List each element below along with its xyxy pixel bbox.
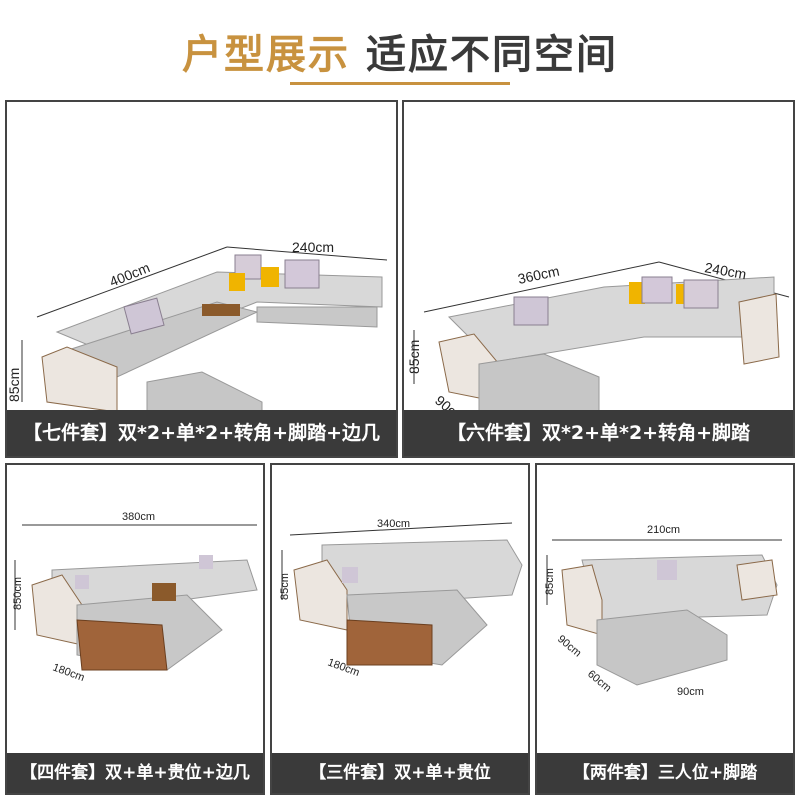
sofa-four-piece-illustration	[14, 524, 258, 671]
dim-width: 340cm	[377, 518, 410, 530]
sofa-six-piece-illustration	[413, 261, 790, 412]
dimension-labels-seven: 240cm 400cm 85cm 90cm 90cm 60cm	[7, 239, 334, 402]
title-dark: 适应不同空间	[365, 32, 618, 78]
dim-height: 85cm	[279, 573, 291, 600]
dimension-labels-three: 340cm 85cm 180cm	[279, 518, 410, 680]
title-gold: 户型展示	[182, 32, 351, 78]
dim-width: 210cm	[647, 524, 680, 536]
dim-long: 360cm	[516, 263, 560, 287]
title-underline	[290, 82, 510, 85]
dimension-labels-six: 360cm 240cm 85cm 90cm 90cm 60cm	[406, 259, 748, 412]
dim-height: 85cm	[406, 340, 422, 374]
dim-top: 240cm	[292, 239, 334, 255]
dim-long: 400cm	[107, 259, 152, 290]
dim-chaise: 180cm	[51, 662, 86, 685]
caption-two-piece: 【两件套】三人位+脚踏	[537, 753, 793, 793]
dimension-labels-two: 210cm 85cm 90cm 60cm 90cm	[544, 524, 704, 698]
dim-right: 240cm	[703, 259, 747, 282]
panel-seven-piece[interactable]: 240cm 400cm 85cm 90cm 90cm 60cm 【七件套】双*2…	[5, 100, 398, 458]
caption-three-piece: 【三件套】双+单+贵位	[272, 753, 528, 793]
panel-two-piece[interactable]: 210cm 85cm 90cm 60cm 90cm 【两件套】三人位+脚踏	[535, 463, 795, 795]
sofa-seven-piece-illustration	[21, 246, 388, 412]
sofa-two-piece-illustration	[546, 539, 782, 686]
panel-three-piece[interactable]: 340cm 85cm 180cm 【三件套】双+单+贵位	[270, 463, 530, 795]
dim-height: 85cm	[7, 368, 22, 402]
dim-depth: 90cm	[432, 392, 469, 412]
dim-height: 85cm	[544, 568, 556, 595]
panel-six-piece[interactable]: 360cm 240cm 85cm 90cm 90cm 60cm 【六件套】双*2…	[402, 100, 795, 458]
caption-six-piece: 【六件套】双*2+单*2+转角+脚踏	[404, 410, 793, 456]
dim-ottoman: 90cm	[677, 686, 704, 698]
dim-height: 850cm	[12, 577, 24, 610]
panel-four-piece[interactable]: 380cm 850cm 180cm 【四件套】双+单+贵位+边几	[5, 463, 265, 795]
dimension-labels-four: 380cm 850cm 180cm	[12, 511, 155, 685]
dim-depth: 90cm	[555, 633, 583, 659]
sofa-three-piece-illustration	[281, 522, 523, 666]
page-title: 户型展示 适应不同空间	[0, 22, 800, 80]
caption-four-piece: 【四件套】双+单+贵位+边几	[7, 753, 263, 793]
dim-width: 380cm	[122, 511, 155, 523]
dim-chaise: 180cm	[326, 657, 361, 680]
dim-ottoman-side: 60cm	[585, 668, 613, 694]
caption-seven-piece: 【七件套】双*2+单*2+转角+脚踏+边几	[7, 410, 396, 456]
